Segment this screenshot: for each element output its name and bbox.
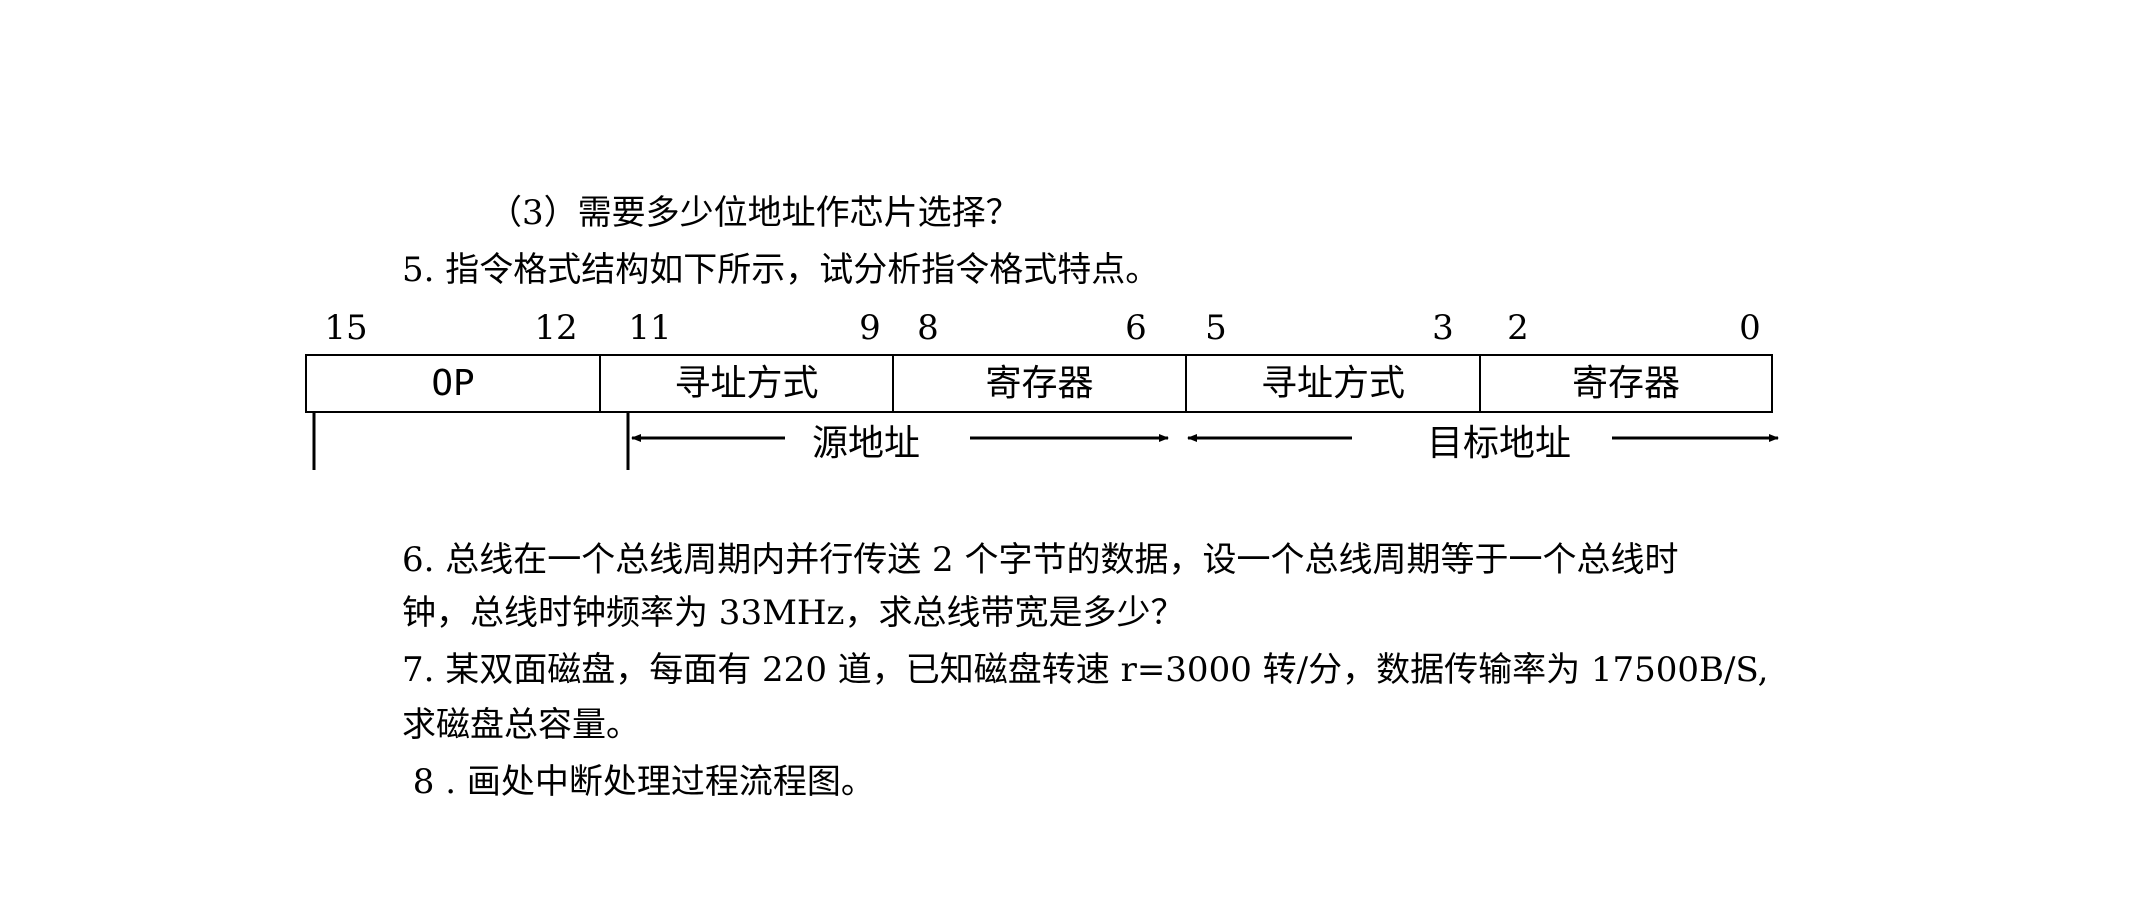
bit-label-3: 3 bbox=[1432, 308, 1454, 348]
bit-label-0: 0 bbox=[1739, 308, 1761, 348]
target-address-label: 目标地址 bbox=[1422, 426, 1576, 462]
field-op: OP bbox=[431, 362, 475, 404]
field-target-addressing-mode: 寻址方式 bbox=[1260, 362, 1405, 404]
question-5: 5. 指令格式结构如下所示，试分析指令格式特点。 bbox=[402, 250, 1160, 290]
source-address-label: 源地址 bbox=[807, 426, 925, 462]
question-3-subpart: （3）需要多少位地址作芯片选择？ bbox=[488, 193, 1020, 233]
question-8: 8 . 画处中断处理过程流程图。 bbox=[402, 762, 875, 802]
field-source-addressing-mode: 寻址方式 bbox=[674, 362, 819, 404]
question-7-line-2: 求磁盘总容量。 bbox=[402, 705, 640, 745]
field-source-register: 寄存器 bbox=[985, 362, 1094, 404]
bit-label-9: 9 bbox=[859, 308, 881, 348]
question-6-line-2: 钟，总线时钟频率为 33MHz，求总线带宽是多少？ bbox=[402, 593, 1185, 633]
question-6-line-1: 6. 总线在一个总线周期内并行传送 2 个字节的数据，设一个总线周期等于一个总线… bbox=[402, 540, 1679, 580]
bit-label-6: 6 bbox=[1125, 308, 1147, 348]
bit-label-12: 12 bbox=[534, 308, 578, 348]
field-target-register: 寄存器 bbox=[1571, 362, 1680, 404]
bit-label-11: 11 bbox=[628, 308, 672, 348]
bit-label-5: 5 bbox=[1205, 308, 1227, 348]
bit-label-15: 15 bbox=[324, 308, 368, 348]
question-7-line-1: 7. 某双面磁盘，每面有 220 道，已知磁盘转速 r=3000 转/分，数据传… bbox=[402, 650, 1769, 690]
bit-label-2: 2 bbox=[1507, 308, 1529, 348]
bit-label-8: 8 bbox=[917, 308, 939, 348]
